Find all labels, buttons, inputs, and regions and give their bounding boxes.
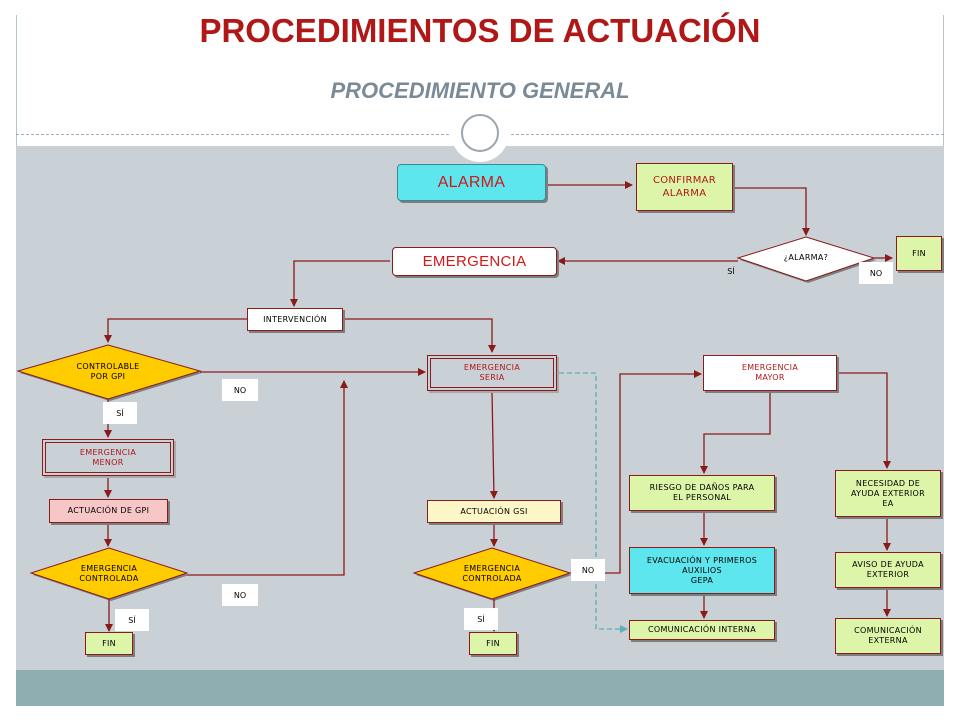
node-emergencia: EMERGENCIA — [392, 247, 557, 276]
node-fin-mid: FIN — [469, 632, 517, 655]
edge-confirmar-decision — [735, 187, 810, 236]
edge-seria-interna-dashed — [559, 372, 628, 633]
label-si-alarma: SÍ — [727, 266, 735, 276]
node-evacuacion-gepa: EVACUACIÓN Y PRIMEROS AUXILIOS GEPA — [629, 547, 775, 594]
decision-controlable-label: CONTROLABLE POR GPI — [76, 362, 140, 381]
label-si-controlable: SÍ — [103, 402, 137, 424]
footer-band — [16, 670, 944, 706]
node-comunicacion-externa: COMUNICACIÓN EXTERNA — [835, 618, 941, 654]
node-emergencia-menor: EMERGENCIA MENOR — [42, 439, 174, 476]
decision-alarma — [736, 236, 876, 282]
edge-mayor-riesgo — [700, 390, 771, 474]
node-alarma: ALARMA — [397, 164, 546, 201]
edge-intervencion-left — [104, 318, 247, 343]
node-fin-top: FIN — [896, 236, 942, 271]
decision-controlada-mid-label: EMERGENCIA CONTROLADA — [462, 564, 522, 583]
label-no-alarma: NO — [859, 262, 893, 284]
decision-alarma-label: ¿ALARMA? — [783, 253, 829, 262]
decision-controlada-mid — [412, 547, 572, 600]
edge-seria-actuacion — [489, 391, 498, 499]
node-necesidad-ayuda: NECESIDAD DE AYUDA EXTERIOR EA — [835, 470, 941, 517]
node-aviso-ayuda: AVISO DE AYUDA EXTERIOR — [835, 552, 941, 588]
ring-ornament — [451, 104, 509, 162]
page-title: PROCEDIMIENTOS DE ACTUACIÓN — [199, 12, 761, 49]
label-no-controlada-mid: NO — [571, 559, 605, 581]
node-actuacion-gsi: ACTUACIÓN GSI — [427, 500, 561, 523]
edge-emergencia-intervencion — [290, 260, 390, 307]
node-confirmar-alarma: CONFIRMAR ALARMA — [636, 163, 733, 211]
label-si-controlada-mid: SÍ — [464, 608, 498, 630]
node-emergencia-seria: EMERGENCIA SERIA — [427, 355, 557, 391]
label-si-controlada-left: SÍ — [115, 609, 149, 631]
label-no-controlable: NO — [222, 379, 258, 401]
edge-mayor-necesidad — [837, 372, 891, 469]
label-no-controlada-left: NO — [222, 584, 258, 606]
node-intervencion: INTERVENCIÓN — [247, 308, 343, 331]
page-subtitle: PROCEDIMIENTO GENERAL — [330, 78, 630, 103]
node-actuacion-gpi: ACTUACIÓN DE GPI — [49, 499, 168, 523]
edge-controlada-left-no — [187, 380, 348, 576]
decision-controlada-left-label: EMERGENCIA CONTROLADA — [79, 564, 139, 583]
edge-intervencion-right — [343, 318, 496, 353]
edge-controlada-mid-no — [570, 370, 702, 574]
ring-inner — [461, 114, 499, 152]
node-comunicacion-interna: COMUNICACIÓN INTERNA — [629, 620, 775, 640]
node-fin-left: FIN — [85, 632, 133, 655]
node-emergencia-mayor: EMERGENCIA MAYOR — [703, 355, 837, 391]
node-riesgo-danos: RIESGO DE DAÑOS PARA EL PERSONAL — [629, 475, 775, 511]
